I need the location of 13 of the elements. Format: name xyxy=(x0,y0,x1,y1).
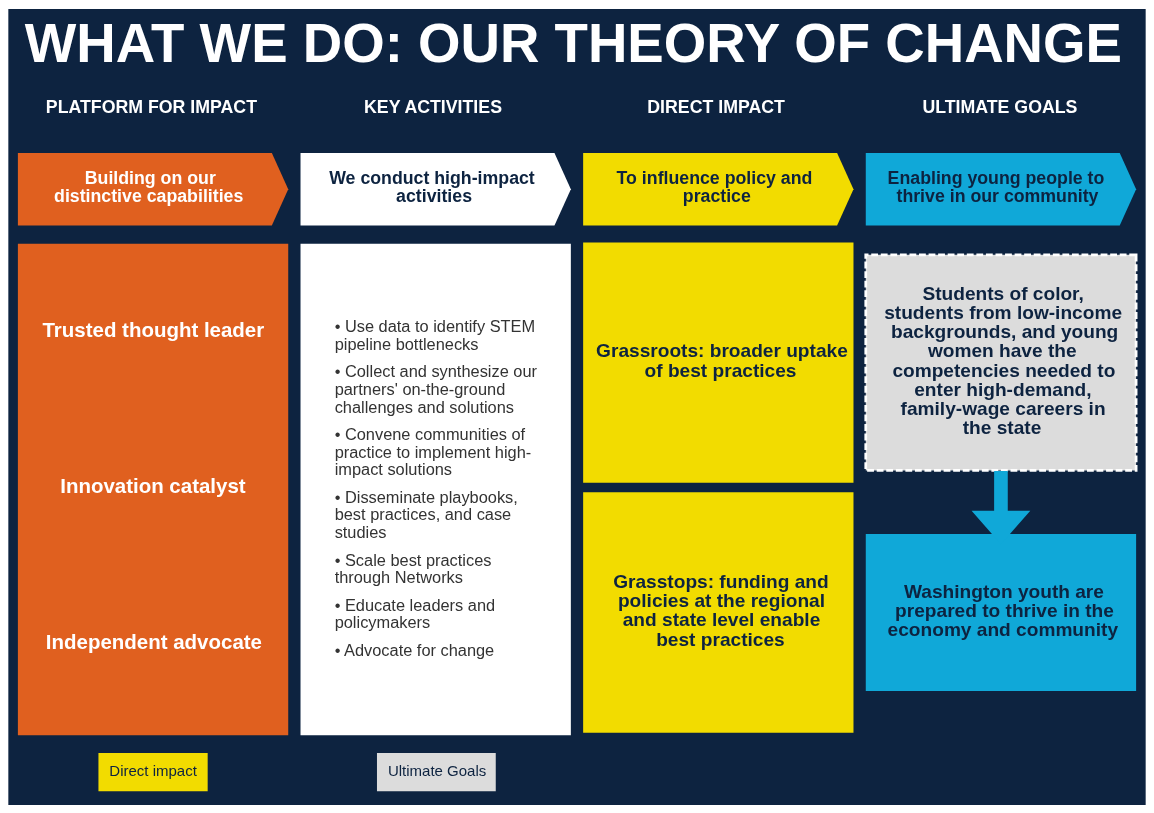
label: DIRECT IMPACT xyxy=(647,96,785,117)
node-box: • Use data to identify STEM pipeline bottlenecks • Collect and synthesize our partners' on-the-ground challenges and solutions • Convene communities of practice to implement high-impact solutions • Disseminate playbooks, best practices, and case studies • Scale best practices through Networks • Educate leaders and policymakers • Advocate for change xyxy=(300,243,571,735)
label: ULTIMATE GOALS xyxy=(922,96,1078,117)
legend-label: Ultimate Goals xyxy=(387,761,487,779)
node-box: Students of color, students from low-income backgrounds, and young women have the competencies needed to enter high-demand, family-wage careers in the state xyxy=(864,252,1138,472)
label: KEY ACTIVITIES xyxy=(364,96,502,117)
node-box: Grassroots: broader uptake of best practices xyxy=(583,242,854,483)
legend-label: Direct impact xyxy=(109,761,197,779)
node-box: Trusted thought leader Innovation catalyst Independent advocate xyxy=(17,243,289,735)
node-box: Washington youth are prepared to thrive in the economy and community xyxy=(865,533,1137,691)
label: PLATFORM FOR IMPACT xyxy=(45,96,258,117)
node-box: Grasstops: funding and policies at the regional and state level enable best practices xyxy=(583,491,854,733)
diagram-title: WHAT WE DO: OUR THEORY OF CHANGE xyxy=(24,12,1122,74)
